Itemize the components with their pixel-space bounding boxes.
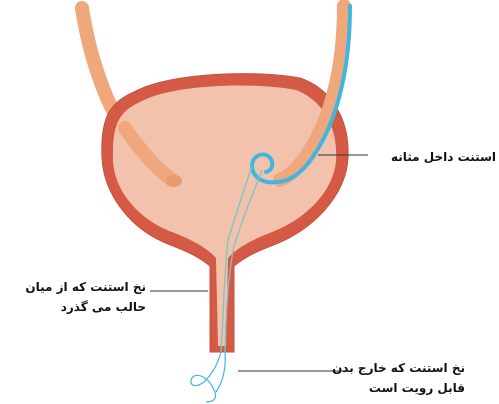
label-stent-in-bladder-line-1: استنت داخل مثانه: [368, 147, 496, 167]
external-thread-tail: [191, 352, 221, 402]
label-stent-in-bladder: استنت داخل مثانه: [368, 147, 496, 167]
label-external-thread-line-1: نخ استنت که خارج بدن: [345, 358, 465, 378]
label-thread-through-ureter-line-2: حالب می گذرد: [16, 297, 146, 317]
label-external-thread-line-2: قابل رویت است: [345, 378, 465, 398]
external-thread-tail-2: [216, 352, 225, 392]
label-external-thread: نخ استنت که خارج بدن قابل رویت است: [345, 358, 465, 398]
label-thread-through-ureter-line-1: نخ استنت که از میان: [16, 277, 146, 297]
left-ureter-orifice: [166, 175, 182, 187]
label-thread-through-ureter: نخ استنت که از میان حالب می گذرد: [16, 277, 146, 317]
